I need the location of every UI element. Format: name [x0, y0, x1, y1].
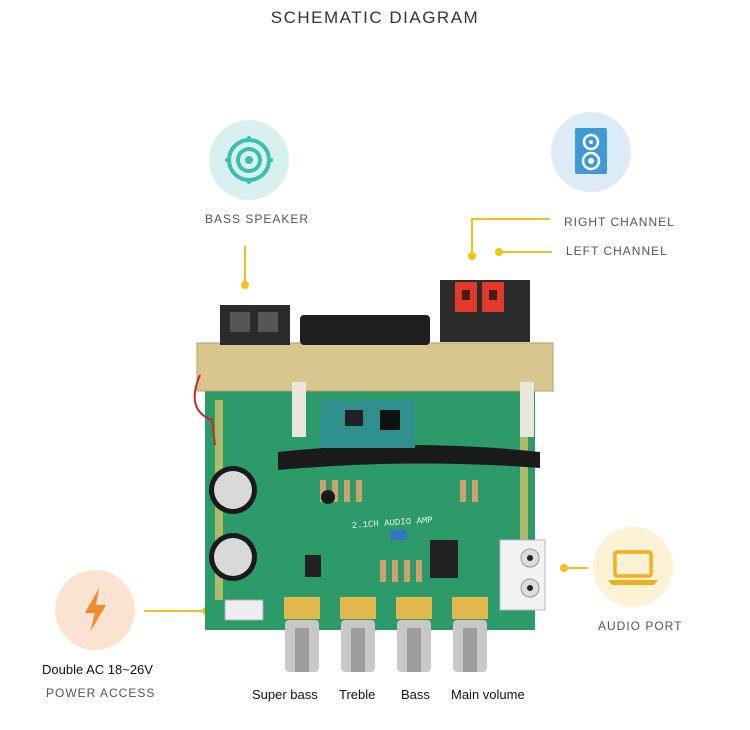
rca-audio-port — [499, 539, 546, 611]
channel-speaker-icon-badge — [551, 112, 631, 192]
bass-speaker-terminal — [220, 305, 290, 345]
right-channel-label: RIGHT CHANNEL — [564, 215, 675, 229]
bass-speaker-label: BASS SPEAKER — [205, 212, 310, 226]
knob-label-bass: Bass — [401, 687, 430, 702]
laptop-icon — [608, 550, 658, 585]
audio-port-icon-badge — [593, 527, 673, 607]
diagram-title: SCHEMATIC DIAGRAM — [270, 8, 480, 27]
potentiometer-knobs — [284, 597, 488, 672]
power-access-label: POWER ACCESS — [46, 686, 156, 700]
power-icon-badge — [55, 570, 135, 650]
speaker-cone-icon — [225, 136, 273, 184]
channel-speaker-terminal — [440, 280, 530, 342]
knob-label-treble: Treble — [339, 687, 376, 702]
power-connector — [224, 599, 264, 621]
audio-port-label: AUDIO PORT — [598, 619, 683, 633]
capacitors — [209, 466, 335, 581]
lightning-bolt-icon — [85, 588, 106, 632]
bass-speaker-icon-badge — [209, 120, 289, 200]
power-spec-label: Double AC 18~26V — [42, 662, 153, 677]
knob-label-super-bass: Super bass — [252, 687, 318, 702]
callout-lines — [144, 218, 588, 612]
left-channel-label: LEFT CHANNEL — [566, 244, 668, 258]
heatsink-bar — [196, 342, 554, 392]
knob-label-main-volume: Main volume — [451, 687, 525, 702]
bluetooth-module — [320, 400, 415, 448]
speaker-box-icon — [575, 128, 607, 174]
